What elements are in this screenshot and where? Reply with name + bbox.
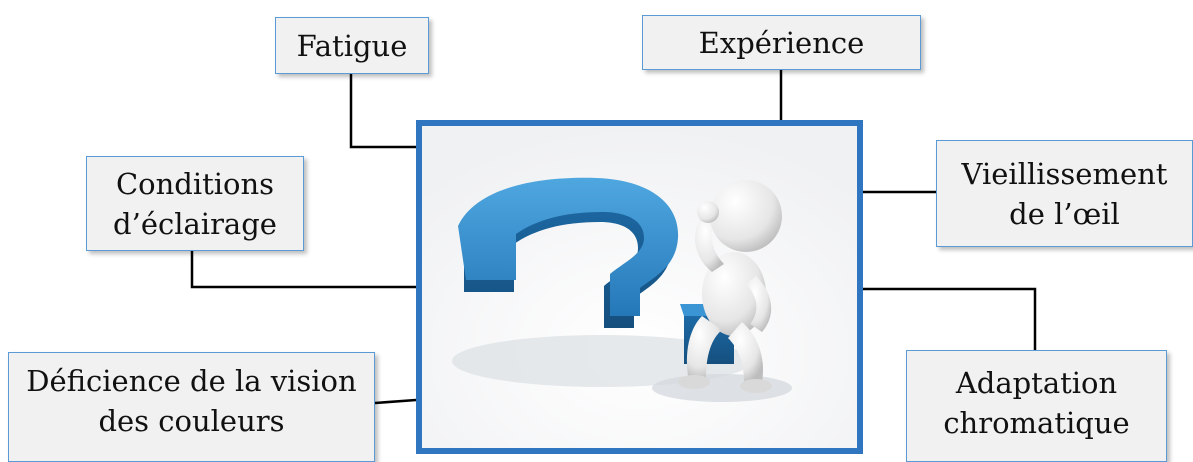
factor-color-deficiency-line-1: Déficience de la vision — [26, 364, 357, 398]
factor-chromatic-adaptation-line-1: Adaptation — [955, 366, 1118, 400]
factor-lighting: Conditions d’éclairage — [86, 156, 304, 251]
factor-color-deficiency-line-2: des couleurs — [98, 404, 285, 438]
factor-lighting-line-2: d’éclairage — [113, 206, 277, 241]
factor-color-deficiency: Déficience de la vision des couleurs — [8, 352, 375, 462]
factor-aging-line-2: de l’œil — [1009, 196, 1120, 231]
factor-lighting-line-1: Conditions — [115, 166, 275, 201]
connector-lines — [190, 70, 1037, 405]
center-image-frame — [416, 120, 863, 454]
factor-fatigue: Fatigue — [275, 17, 429, 74]
factor-aging: Vieillissement de l’œil — [936, 140, 1193, 247]
factor-experience-label: Expérience — [698, 25, 865, 60]
connector-deficiency — [374, 398, 417, 405]
connector-adaptation — [863, 287, 1037, 350]
factor-fatigue-label: Fatigue — [296, 28, 408, 63]
factor-aging-line-1: Vieillissement — [961, 156, 1168, 191]
factor-experience: Expérience — [642, 15, 921, 70]
factor-chromatic-adaptation-line-2: chromatique — [943, 406, 1130, 440]
question-mark-figure-illustration — [422, 126, 857, 448]
connector-fatigue — [349, 74, 416, 149]
connector-lighting — [190, 251, 416, 289]
factor-chromatic-adaptation: Adaptation chromatique — [906, 350, 1167, 462]
